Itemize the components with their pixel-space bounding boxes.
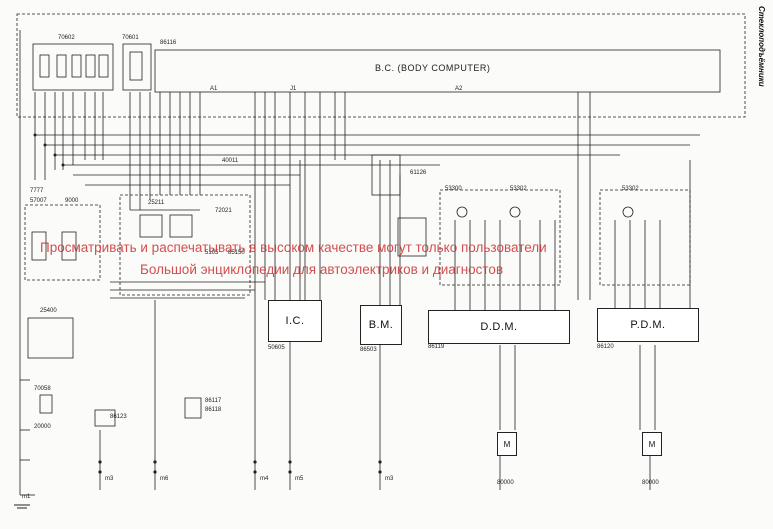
bc-code: 86116: [160, 40, 177, 46]
label-70601: 70601: [122, 35, 139, 41]
label-7777: 7777: [30, 188, 44, 194]
label-86118: 86118: [205, 407, 222, 413]
label-80000-a: 80000: [497, 480, 514, 486]
label-25211: 25211: [148, 200, 165, 206]
ddm-code: 86119: [428, 344, 445, 350]
label-72021: 72021: [215, 208, 232, 214]
pdm-label: P.D.M.: [630, 319, 666, 331]
watermark-line2: Большой энциклопедии для автоэлектриков …: [140, 262, 504, 277]
connector-label: A1: [210, 86, 218, 92]
label-9000: 9000: [65, 198, 79, 204]
label-5105: 5105: [205, 250, 219, 256]
label-53300: 53300: [445, 186, 462, 192]
label-20000: 20000: [34, 424, 51, 430]
ground-label: m6: [160, 476, 169, 482]
connector-label: A2: [455, 86, 463, 92]
label-70602: 70602: [58, 35, 75, 41]
ic-module: I.C.: [268, 300, 322, 342]
ic-code: 50605: [268, 345, 285, 351]
watermark-line1: Просматривать и распечатывать в высоком …: [40, 240, 547, 255]
motor-icon: M: [642, 432, 662, 456]
pdm-code: 86120: [597, 344, 614, 350]
label-86123: 86123: [110, 414, 127, 420]
label-57007: 57007: [30, 198, 47, 204]
bm-module: B.M.: [360, 305, 402, 345]
ic-label: I.C.: [285, 315, 305, 327]
bm-code: 86503: [360, 347, 377, 353]
ground-label: m1: [22, 494, 31, 500]
page-header-title: Стеклоподъёмники: [757, 6, 766, 87]
label-80000-b: 80000: [642, 480, 659, 486]
label-85150: 85150: [228, 250, 245, 256]
ddm-module: D.D.M.: [428, 310, 570, 344]
label-86117: 86117: [205, 398, 222, 404]
label-25400: 25400: [40, 308, 57, 314]
pdm-module: P.D.M.: [597, 308, 699, 342]
ground-label: m3: [105, 476, 114, 482]
label-70058: 70058: [34, 386, 51, 392]
label-61126: 61126: [410, 170, 427, 176]
connector-label: J1: [290, 86, 297, 92]
bc-label: B.C. (BODY COMPUTER): [375, 63, 491, 73]
ground-label: m4: [260, 476, 269, 482]
ground-label: m3: [385, 476, 394, 482]
label-53302-b: 53302: [622, 186, 639, 192]
label-53302-a: 53302: [510, 186, 527, 192]
bm-label: B.M.: [368, 319, 394, 331]
motor-icon: M: [497, 432, 517, 456]
ddm-label: D.D.M.: [480, 321, 518, 333]
label-40011: 40011: [222, 158, 239, 164]
ground-label: m5: [295, 476, 304, 482]
